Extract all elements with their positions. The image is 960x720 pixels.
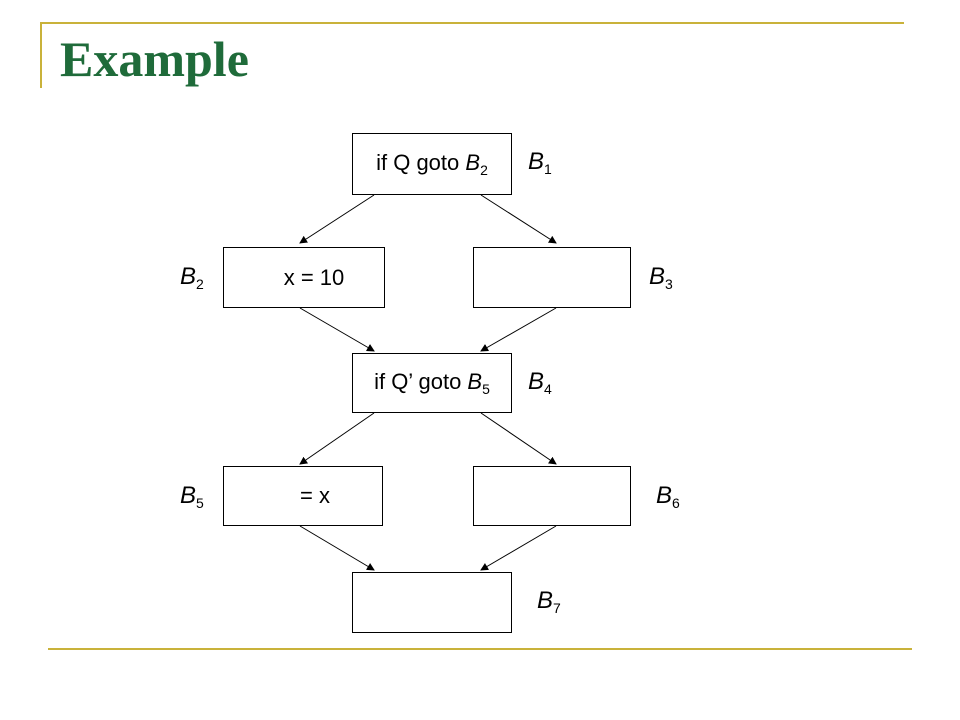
block-code-var: B bbox=[465, 150, 481, 175]
block-label-main: B bbox=[537, 587, 554, 614]
block-label-b3: B3 bbox=[649, 263, 673, 292]
block-label-sub: 4 bbox=[544, 381, 552, 397]
block-code-text: x = 10 bbox=[283, 264, 345, 290]
page-title: Example bbox=[60, 31, 249, 87]
edge-b3-b4 bbox=[480, 307, 557, 352]
block-label-main: B bbox=[649, 263, 666, 290]
edge-b1-b3 bbox=[480, 194, 557, 244]
block-label-b1: B1 bbox=[528, 148, 552, 177]
block-b5: = x bbox=[223, 466, 383, 526]
edge-b5-b7 bbox=[299, 525, 375, 571]
block-label-sub: 3 bbox=[665, 276, 673, 292]
block-label-sub: 1 bbox=[544, 161, 552, 177]
block-code-text: if Q goto bbox=[376, 150, 466, 175]
edge-b2-b4 bbox=[299, 307, 375, 352]
block-label-sub: 7 bbox=[553, 600, 561, 616]
block-label-b6: B6 bbox=[656, 482, 680, 511]
block-code-text: if Q’ goto bbox=[374, 369, 468, 394]
block-label-main: B bbox=[180, 263, 197, 290]
block-label-main: B bbox=[180, 482, 197, 509]
block-label-sub: 6 bbox=[672, 495, 680, 511]
top-rule bbox=[40, 22, 904, 24]
block-label-b7: B7 bbox=[537, 587, 561, 616]
block-label-b4: B4 bbox=[528, 368, 552, 397]
edge-b1-b2 bbox=[299, 194, 375, 244]
block-code: x = 10 bbox=[284, 265, 345, 291]
block-label-main: B bbox=[528, 148, 545, 175]
block-b1: if Q goto B2 bbox=[352, 133, 512, 195]
block-b4: if Q’ goto B5 bbox=[352, 353, 512, 413]
block-label-b2: B2 bbox=[180, 263, 204, 292]
block-b6 bbox=[473, 466, 631, 526]
edge-b6-b7 bbox=[480, 525, 557, 571]
block-label-b5: B5 bbox=[180, 482, 204, 511]
block-code: = x bbox=[300, 483, 330, 509]
block-label-main: B bbox=[528, 368, 545, 395]
block-b2: x = 10 bbox=[223, 247, 385, 308]
block-label-sub: 5 bbox=[196, 495, 204, 511]
block-b3 bbox=[473, 247, 631, 308]
block-b7 bbox=[352, 572, 512, 633]
block-code-sub: 5 bbox=[482, 381, 490, 397]
block-code-sub: 2 bbox=[480, 162, 488, 178]
block-label-main: B bbox=[656, 482, 673, 509]
bottom-rule bbox=[48, 648, 912, 650]
block-code: if Q goto B2 bbox=[376, 150, 488, 178]
block-code-var: B bbox=[467, 369, 483, 394]
block-label-sub: 2 bbox=[196, 276, 204, 292]
edge-b4-b6 bbox=[480, 412, 557, 465]
edge-b4-b5 bbox=[299, 412, 375, 465]
block-code: if Q’ goto B5 bbox=[374, 369, 490, 397]
left-rule bbox=[40, 22, 42, 88]
block-code-text: = x bbox=[300, 483, 330, 508]
